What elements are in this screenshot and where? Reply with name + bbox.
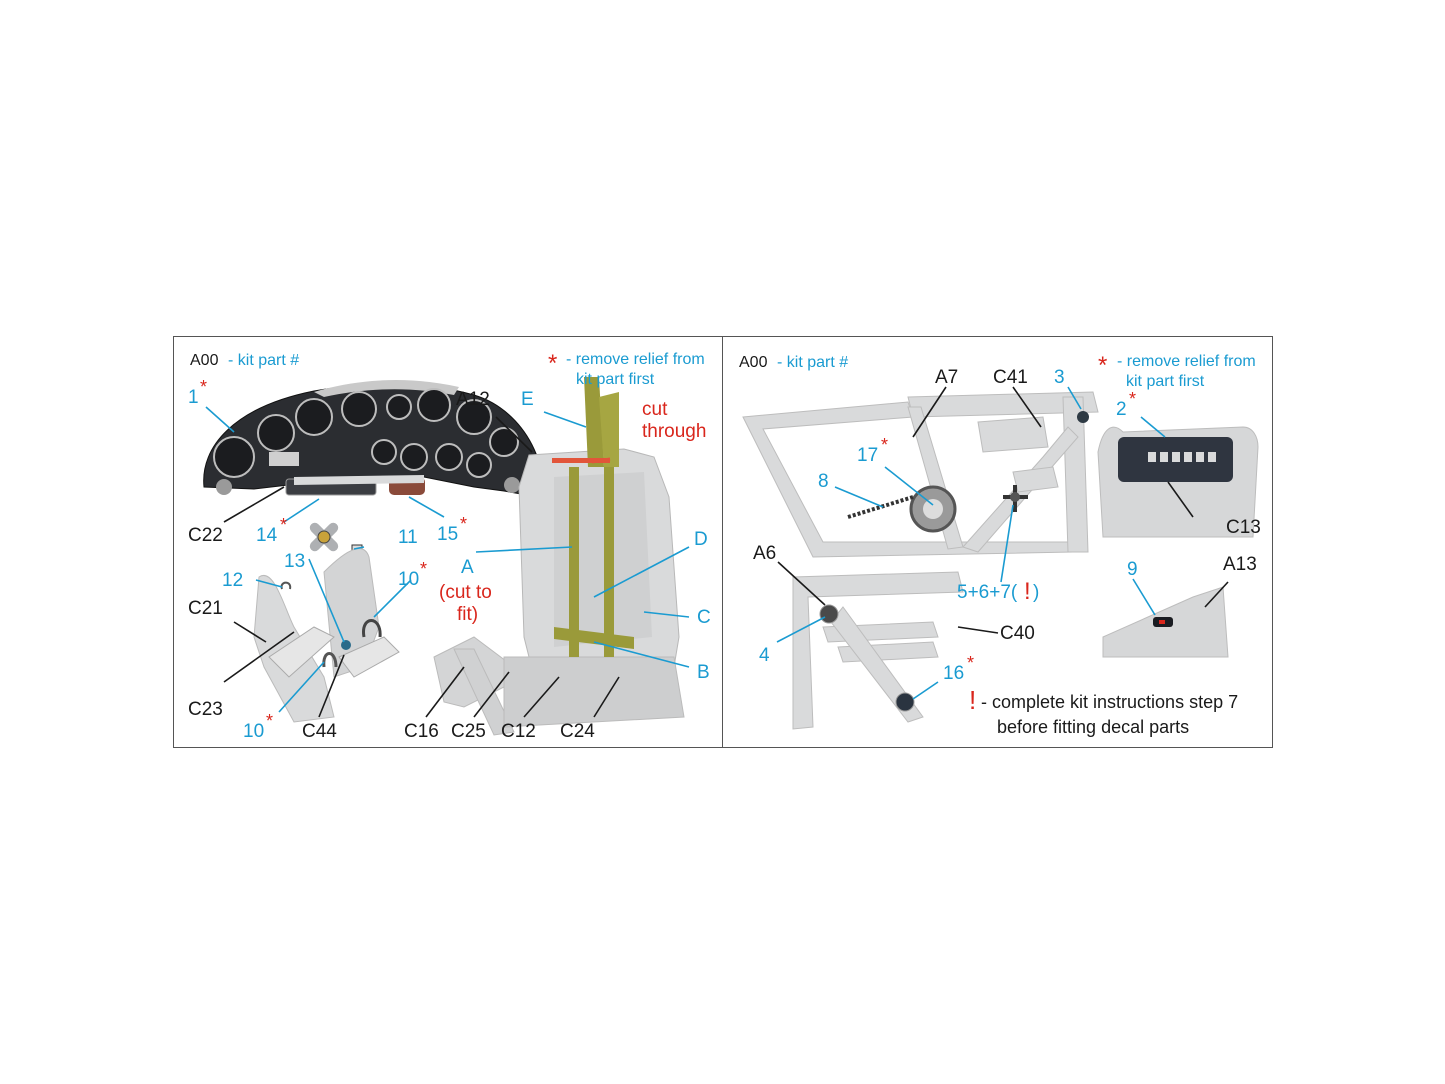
seat-part xyxy=(433,377,685,736)
label-5-6-7-close: ) xyxy=(1033,582,1039,603)
legend-code: A00 xyxy=(190,352,219,369)
label-9: 9 xyxy=(1127,559,1138,580)
label-A6: A6 xyxy=(753,543,776,564)
label-E: E xyxy=(521,389,534,410)
label-C12: C12 xyxy=(501,721,536,742)
label-16: 16 xyxy=(943,663,964,684)
note-line2: before fitting decal parts xyxy=(997,717,1189,737)
rudder-pedal-part xyxy=(253,548,400,723)
legend-remove-line1: - remove relief from xyxy=(566,351,705,368)
label-17: 17 xyxy=(857,445,878,466)
left-instruction-panel: A00 - kit part # * - remove relief from … xyxy=(173,336,723,748)
label-C25: C25 xyxy=(451,721,486,742)
legend-kit-part: - kit part # xyxy=(777,354,848,371)
label-5-6-7-excl: ! xyxy=(1024,578,1031,605)
legend-star: * xyxy=(1098,352,1107,379)
label-1: 1 xyxy=(188,387,199,408)
legend-star: * xyxy=(548,350,557,377)
label-C21: C21 xyxy=(188,598,223,619)
cut-to-fit-line2: fit) xyxy=(457,604,478,625)
label-B: B xyxy=(697,662,710,683)
label-14: 14 xyxy=(256,525,278,546)
label-A7: A7 xyxy=(935,367,958,388)
label-10-bottom: 10 xyxy=(243,721,264,742)
label-10-top: 10 xyxy=(398,569,419,590)
label-15-star: * xyxy=(460,514,467,534)
label-A13: A13 xyxy=(1223,554,1257,575)
frame-part xyxy=(742,391,1259,730)
legend-remove-line1: - remove relief from xyxy=(1117,353,1256,370)
right-instruction-panel: A00 - kit part # * - remove relief from … xyxy=(722,336,1273,748)
label-C22: C22 xyxy=(188,525,223,546)
label-13: 13 xyxy=(284,551,305,572)
label-14-star: * xyxy=(280,515,287,535)
label-C13: C13 xyxy=(1226,517,1261,538)
cut-line xyxy=(591,457,611,464)
left-diagram: A00 - kit part # * - remove relief from … xyxy=(188,350,711,742)
blue-leader-lines xyxy=(776,386,1166,700)
label-17-star: * xyxy=(881,435,888,455)
legend-remove-line2: kit part first xyxy=(1126,373,1205,390)
label-8: 8 xyxy=(818,471,829,492)
label-C44: C44 xyxy=(302,721,337,742)
label-1-star: * xyxy=(200,377,207,397)
label-10-top-star: * xyxy=(420,559,427,579)
label-C24: C24 xyxy=(560,721,595,742)
gauges-and-decals xyxy=(819,411,1233,712)
label-5-6-7: 5+6+7( xyxy=(957,582,1018,603)
note-line1: - complete kit instructions step 7 xyxy=(981,692,1238,712)
legend-code: A00 xyxy=(739,354,768,371)
label-D: D xyxy=(694,529,708,550)
cut-through-line2: through xyxy=(642,421,706,442)
note-mark: ! xyxy=(969,685,976,715)
label-11: 11 xyxy=(398,527,418,548)
label-4: 4 xyxy=(759,645,770,666)
label-15: 15 xyxy=(437,524,458,545)
label-A: A xyxy=(461,557,474,578)
black-leader-lines xyxy=(223,416,620,718)
label-C41: C41 xyxy=(993,367,1028,388)
blue-leader-lines xyxy=(205,406,690,713)
label-10-bottom-star: * xyxy=(266,711,273,731)
label-C16: C16 xyxy=(404,721,439,742)
legend-remove-line2: kit part first xyxy=(576,371,655,388)
black-leader-lines xyxy=(777,386,1229,634)
label-2-star: * xyxy=(1129,389,1136,409)
cut-through-line1: cut xyxy=(642,399,668,420)
label-C40: C40 xyxy=(1000,623,1035,644)
cut-to-fit-line1: (cut to xyxy=(439,582,492,603)
label-C23: C23 xyxy=(188,699,223,720)
label-2: 2 xyxy=(1116,399,1127,420)
label-C-strap: C xyxy=(697,607,711,628)
legend-kit-part: - kit part # xyxy=(228,352,299,369)
right-diagram: A00 - kit part # * - remove relief from … xyxy=(739,352,1261,737)
label-16-star: * xyxy=(967,653,974,673)
label-12: 12 xyxy=(222,570,243,591)
label-A12: A12 xyxy=(456,389,490,410)
instrument-panel-part xyxy=(203,380,551,500)
label-3: 3 xyxy=(1054,367,1065,388)
cross-decal-part xyxy=(309,522,339,552)
